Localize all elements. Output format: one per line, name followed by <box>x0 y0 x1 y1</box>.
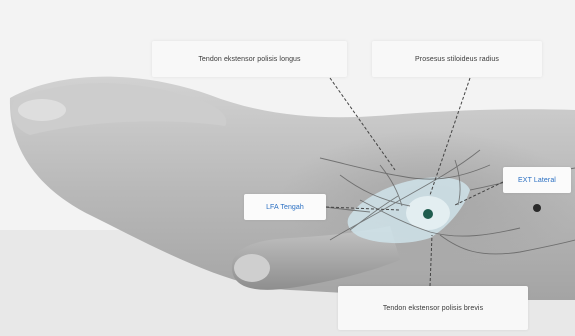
fingernail <box>18 99 66 121</box>
label-epl-tendon: Tendon ekstensor polisis longus <box>152 41 347 77</box>
marker-dot-lateral <box>533 204 541 212</box>
label-mid-left: LFA Tengah <box>244 194 326 220</box>
thumbnail <box>234 254 270 282</box>
label-epb-tendon: Tendon ekstensor polisis brevis <box>338 286 528 330</box>
label-radial-styloid: Prosesus stiloideus radius <box>372 41 542 77</box>
marker-dot-main <box>423 209 433 219</box>
label-mid-right: EXT Lateral <box>503 167 571 193</box>
